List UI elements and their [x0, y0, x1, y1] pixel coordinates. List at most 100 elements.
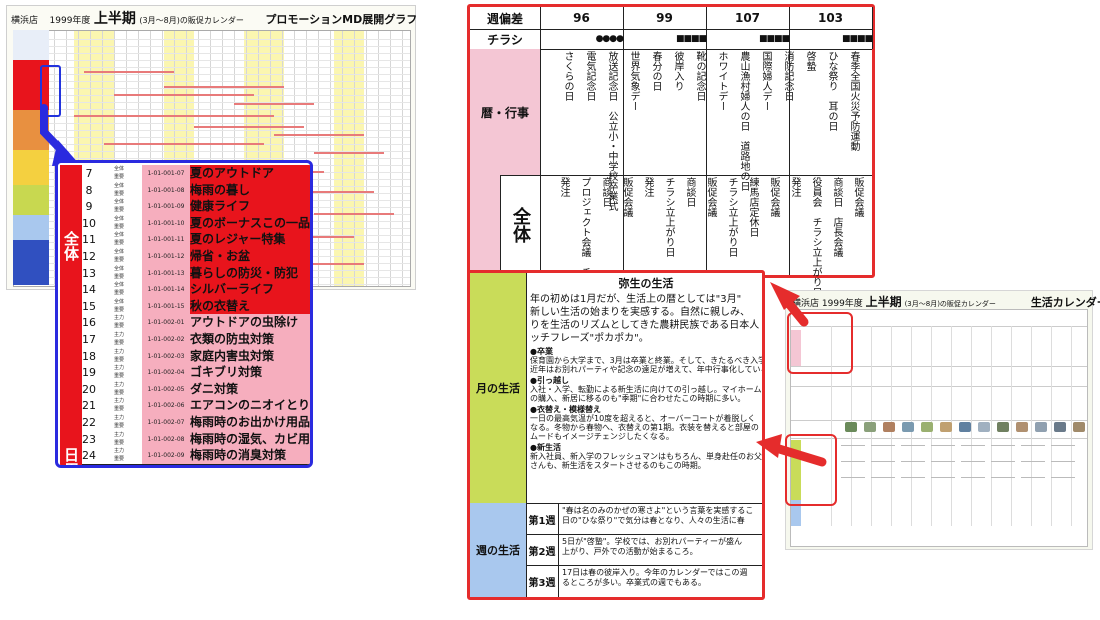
schedule-item: 販促会議 [768, 177, 779, 217]
sheet-photo [1035, 422, 1047, 432]
row-classification: 全体重要 [96, 297, 143, 315]
bullet-text: 一日の最高気温が10度を超えると、オーバーコートが着脱しく なる。冬物から春物へ… [530, 414, 759, 441]
week-deviation-value: 96 [540, 7, 624, 29]
calendar-event: 農山漁村婦人の日 道路地の日 [738, 51, 749, 191]
row-theme-name: ゴキブリ対策 [190, 364, 310, 382]
schedule-item: 商談日 [600, 177, 611, 207]
zoom-source-highlight [40, 65, 61, 117]
red-highlight-top [787, 312, 853, 374]
sheet-text-line [1051, 461, 1075, 462]
sheet-col [1071, 326, 1072, 526]
row-code: 1-01-001-11 [142, 231, 190, 249]
row-theme-name: 秋の衣替え [190, 297, 310, 315]
calendar-event: さくらの日 [562, 51, 573, 101]
row-theme-name: 夏のアウトドア [190, 165, 310, 182]
article-bullet: ●衣替え・模様替え 一日の最高気温が10度を超えると、オーバーコートが着脱しく … [530, 405, 762, 441]
schedule-item: 練馬店定休日 [747, 177, 758, 237]
sheet-text-line [871, 461, 895, 462]
row-classification: 全体重要 [96, 214, 143, 232]
article-bullet: ●引っ越し 入社・入学、転勤による新生活に向けての引っ越し。マイホーム の購入、… [530, 376, 762, 403]
sheet-col [971, 326, 972, 526]
row-code: 1-01-001-09 [142, 198, 190, 216]
row-theme-name: 家庭内害虫対策 [190, 347, 310, 365]
week-text: 17日は春の彼岸入り。今年のカレンダーではこの週 るところが多い。卒業式の週でも… [562, 568, 748, 587]
life-calendar-title: 横浜店 1999年度 上半期 (3月〜8月)の販促カレンダー 生活カレンダー [792, 293, 1100, 309]
row-theme-name: 帰省・お盆 [190, 248, 310, 265]
week-row: 第1週"春は名のみのかぜの寒さよ"という言葉を実感するこ 日の"ひな祭り"で気分… [526, 503, 762, 535]
row-theme-name: 健康ライフ [190, 198, 310, 216]
flyer-markers: ■■■■ [623, 29, 707, 49]
row-code: 1-01-001-10 [142, 214, 190, 232]
row-theme-name: ダニ対策 [190, 380, 310, 398]
sheet-photo [864, 422, 876, 432]
grid-row [14, 88, 410, 89]
row-theme-name: 衣類の防虫対策 [190, 331, 310, 348]
schedule-item: 商談日 [684, 177, 695, 207]
sheet-text-line [901, 477, 925, 478]
column-divider [706, 49, 707, 175]
row-theme-name: 梅雨の暮し [190, 181, 310, 199]
left-chart-category-column [13, 30, 49, 285]
graph-title: プロモーションMD展開グラフ [265, 13, 418, 26]
calendar-event: ひな祭り 耳の日 [826, 51, 837, 131]
row-number: 22 [82, 414, 97, 431]
calendar-event: 国際婦人デー [760, 51, 771, 111]
sheet-text-line [991, 477, 1015, 478]
sheet-text-line [961, 445, 985, 446]
article-title: 弥生の生活 [618, 277, 674, 290]
row-code: 1-01-001-14 [142, 281, 190, 299]
sheet-line [791, 420, 1087, 421]
calendar-event: 靴の記念日 [694, 51, 705, 101]
monthly-life-article: 月の生活 週の生活 弥生の生活 年の初めは1月だが、生活上の暦としては"3月" … [467, 270, 765, 600]
sheet-photo [959, 422, 971, 432]
calendar-range: (3月〜8月)の販促カレンダー [139, 16, 244, 25]
row-classification: 主力重要 [96, 430, 143, 448]
row-code: 1-01-001-07 [142, 165, 190, 182]
grid-row [14, 81, 410, 82]
article-lead: 年の初めは1月だが、生活上の暦としては"3月" 新しい生活の始まりを実感する。自… [530, 294, 760, 344]
row-code: 1-01-001-15 [142, 297, 190, 315]
row-code: 1-01-002-08 [142, 430, 190, 448]
row-classification: 主力重要 [96, 380, 143, 398]
week-deviation-value: 107 [706, 7, 790, 29]
row-theme-name: 夏のレジャー特集 [190, 231, 310, 249]
sheet-col [1031, 326, 1032, 526]
row-classification: 全体重要 [96, 165, 143, 182]
schedule-item: 販促会議 [705, 177, 716, 217]
bullet-text: 入社・入学、転勤による新生活に向けての引っ越し。マイホーム の購入、新居に移るの… [530, 385, 762, 403]
promo-bar [74, 115, 274, 117]
flyer-label: チラシ [470, 29, 541, 49]
schedule-side-band [470, 175, 501, 275]
grid-row [14, 46, 410, 47]
schedule-item: 商談日 店長会議 [831, 177, 842, 257]
row-number: 21 [82, 397, 97, 415]
sheet-photo [902, 422, 914, 432]
flyer-markers: ●●●● [540, 29, 624, 49]
grid-row [14, 67, 410, 68]
row-number: 12 [82, 248, 97, 265]
category-block [13, 240, 49, 285]
schedule-item: チラシ立上がり日 [726, 177, 737, 257]
row-code: 1-01-002-04 [142, 364, 190, 382]
schedule-item: 役員会 チラシ立上がり日 [810, 177, 821, 297]
schedule-item: チラシ立上がり日 [663, 177, 674, 257]
rc-store-name: 横浜店 [792, 299, 820, 309]
promo-bar [104, 143, 264, 145]
row-theme-name: エアコンのニオイとり [190, 397, 310, 415]
grid-row [14, 53, 410, 54]
calendar-event: 世界気象デー [628, 51, 639, 111]
category-block [13, 30, 49, 60]
column-divider [706, 175, 707, 275]
category-block [13, 60, 49, 110]
zoom-category-table: 全体 日用品 7全体重要1-01-001-07夏のアウトドア8全体重要1-01-… [55, 160, 313, 468]
